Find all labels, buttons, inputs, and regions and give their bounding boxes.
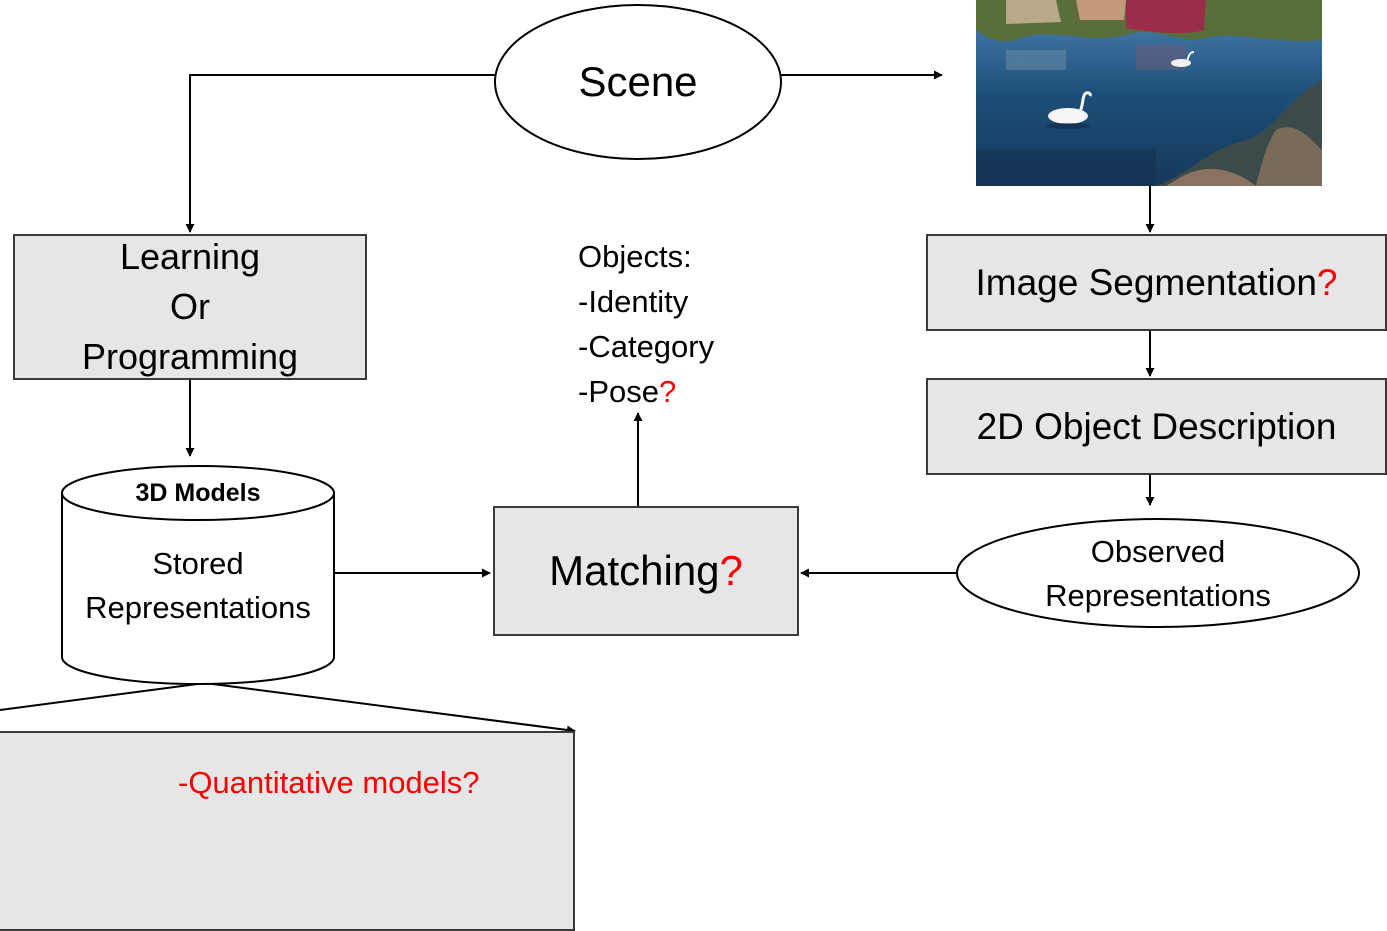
learning-line2: Or — [170, 286, 210, 327]
observed-label: Observed Representations — [957, 530, 1359, 618]
detail-panel: -Quantitative models? — [0, 731, 575, 931]
models-cylinder — [61, 465, 335, 685]
description-box: 2D Object Description — [926, 378, 1387, 475]
learning-box: Learning Or Programming — [13, 234, 367, 380]
objects-pose-row: -Pose? — [578, 369, 714, 414]
arrow-scene-to-learning — [185, 74, 495, 233]
description-label: 2D Object Description — [976, 405, 1337, 447]
models-line1: Stored — [152, 546, 244, 581]
observed-line1: Observed — [1090, 534, 1226, 569]
segmentation-box: Image Segmentation? — [926, 234, 1387, 331]
scene-ellipse — [494, 4, 782, 160]
quantitative-models-text: -Quantitative models? — [178, 765, 480, 800]
learning-line1: Learning — [119, 236, 261, 277]
observed-line2: Representations — [1045, 578, 1271, 613]
scene-label: Scene — [578, 58, 698, 105]
objects-pose-question: ? — [658, 374, 677, 409]
objects-identity: -Identity — [578, 284, 689, 319]
learning-line3: Programming — [81, 336, 299, 377]
observed-ellipse — [956, 518, 1360, 628]
scene-photo — [976, 0, 1322, 186]
matching-label: Matching — [549, 547, 720, 594]
objects-category: -Category — [578, 329, 715, 364]
segmentation-question: ? — [1316, 261, 1338, 303]
matching-box: Matching? — [493, 506, 799, 636]
lake-swan-image — [976, 0, 1322, 186]
segmentation-label: Image Segmentation — [975, 261, 1317, 303]
callout-line-right — [204, 682, 576, 735]
models-stored-label: Stored Representations — [62, 542, 334, 630]
objects-list: Objects: -Identity -Category -Pose? — [578, 234, 714, 414]
models-title: 3D Models — [135, 479, 261, 507]
objects-pose: -Pose — [578, 374, 659, 409]
matching-question: ? — [719, 547, 743, 594]
models-line2: Representations — [85, 590, 311, 625]
objects-title: Objects: — [578, 239, 692, 274]
callout-line-left — [0, 682, 206, 711]
